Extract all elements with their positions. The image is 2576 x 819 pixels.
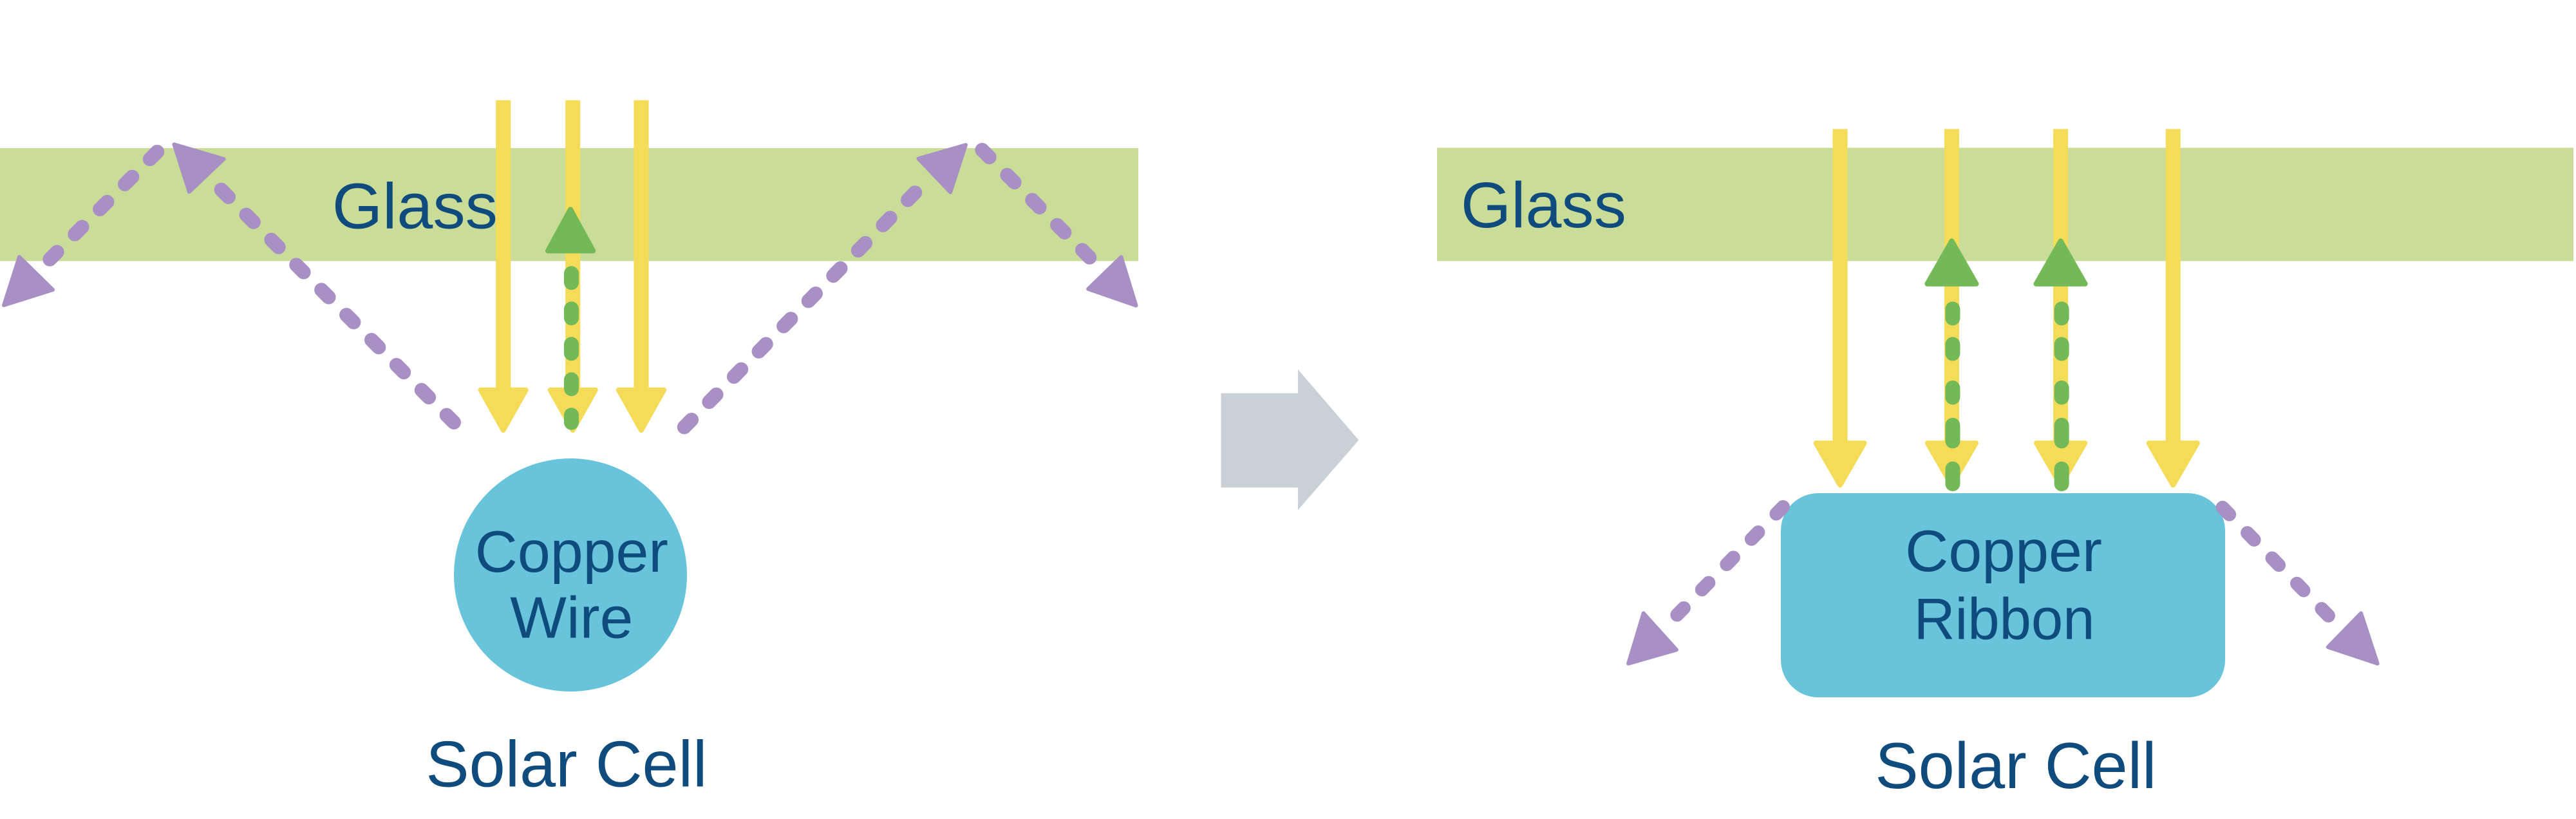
- svg-text:Glass: Glass: [332, 171, 498, 243]
- svg-text:Copper: Copper: [475, 520, 668, 585]
- svg-text:Solar Cell: Solar Cell: [426, 729, 707, 801]
- svg-text:Ribbon: Ribbon: [1914, 587, 2095, 652]
- svg-text:Solar Cell: Solar Cell: [1875, 730, 2156, 802]
- svg-text:Glass: Glass: [1461, 169, 1626, 241]
- svg-text:Copper: Copper: [1905, 519, 2102, 584]
- svg-text:Wire: Wire: [510, 586, 633, 651]
